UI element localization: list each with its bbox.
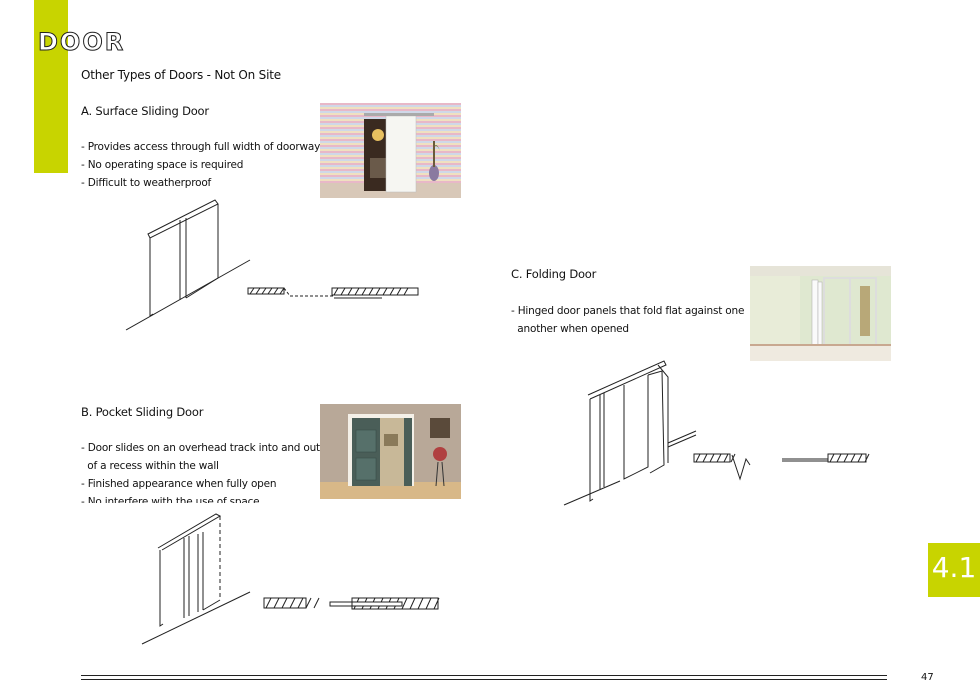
footer-rule [81, 675, 887, 676]
section-badge-label: 4.1 [931, 551, 977, 584]
section-b-bullet-2: of a recess within the wall [81, 460, 219, 472]
folding-door-photo [750, 266, 891, 361]
surface-sliding-door-photo [320, 103, 461, 198]
pocket-sliding-door-photo [320, 404, 461, 499]
section-b-heading: B. Pocket Sliding Door [81, 405, 204, 419]
section-c-bullet-1: - Hinged door panels that fold flat agai… [511, 305, 745, 317]
accent-sidebar [34, 0, 68, 173]
title-rest: OOR [59, 28, 126, 57]
section-a-bullet-3: - Difficult to weatherproof [81, 177, 212, 189]
section-c-bullet-2: another when opened [511, 323, 629, 335]
section-a-heading: A. Surface Sliding Door [81, 104, 209, 118]
section-c-heading: C. Folding Door [511, 267, 597, 281]
section-b-bullet-4: - No interfere with the use of space [81, 496, 260, 503]
section-b-bullet-3: - Finished appearance when fully open [81, 478, 277, 490]
section-badge: 4.1 [928, 543, 980, 597]
footer-rule-2 [81, 679, 887, 680]
section-a-bullet-2: - No operating space is required [81, 159, 244, 171]
page-title: DOOR [38, 28, 126, 57]
section-a-bullet-1: - Provides access through full width of … [81, 141, 321, 153]
section-b-bullet-1: - Door slides on an overhead track into … [81, 442, 320, 454]
subtitle: Other Types of Doors - Not On Site [81, 68, 281, 82]
pocket-sliding-door-sketch [141, 513, 440, 645]
title-first-letter: D [38, 28, 60, 57]
page-number: 47 [921, 672, 934, 683]
folding-door-sketch [563, 360, 870, 506]
surface-sliding-door-sketch [125, 199, 419, 331]
